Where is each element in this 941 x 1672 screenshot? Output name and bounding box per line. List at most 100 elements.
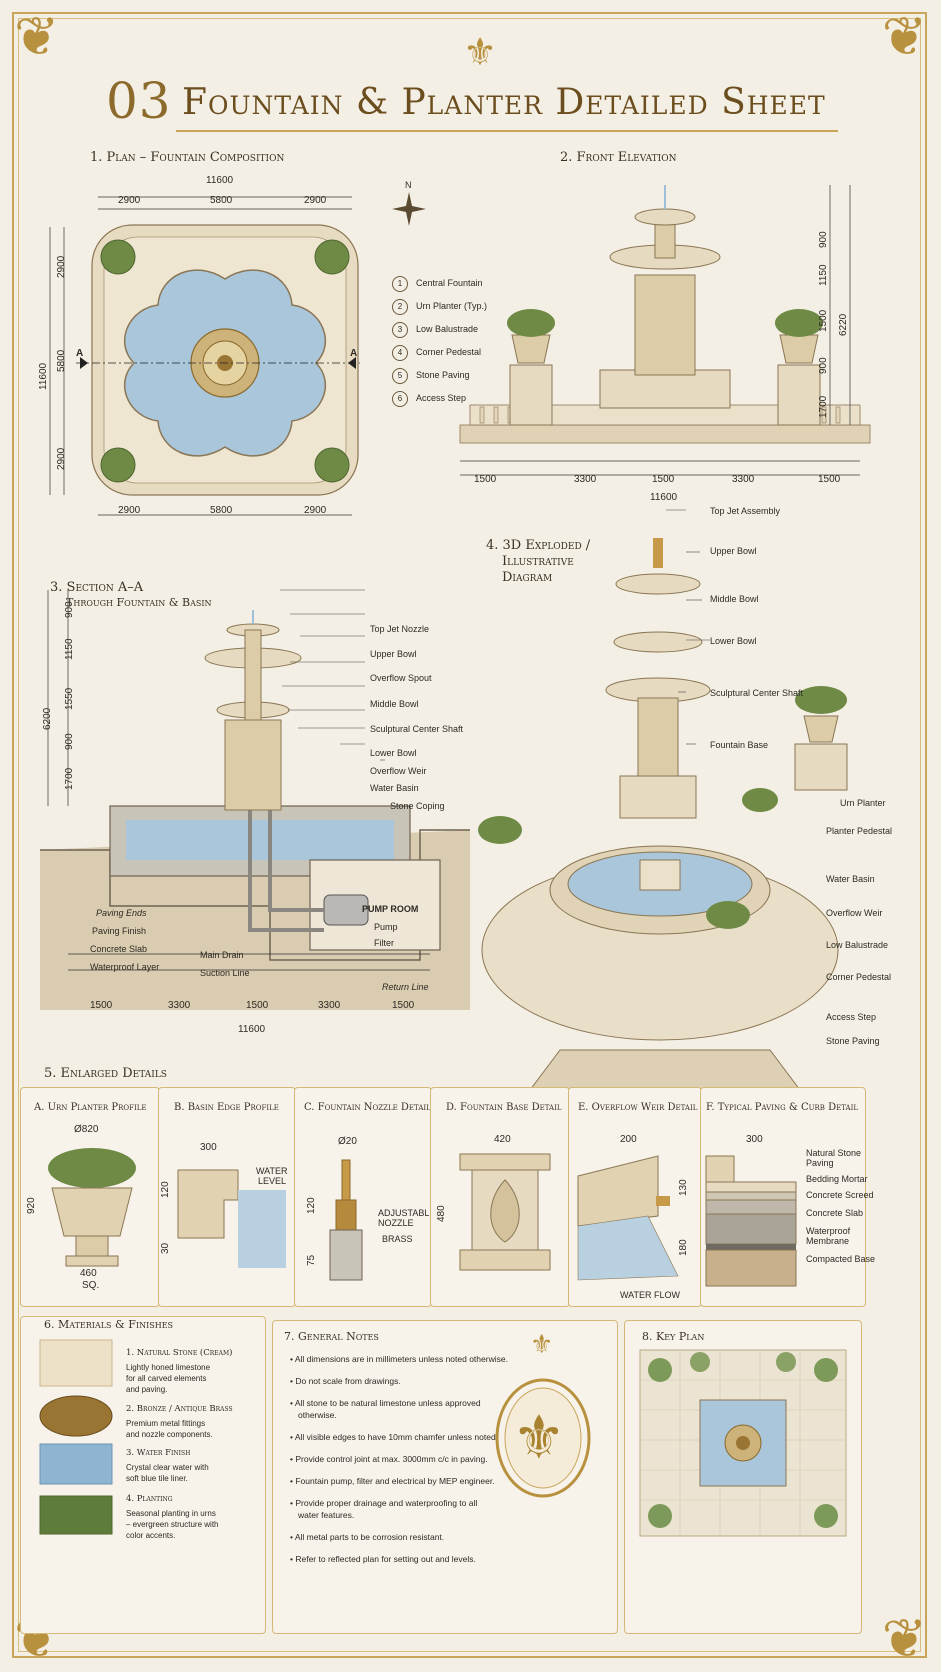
front-dim-bottom-total: 11600 [650, 492, 678, 503]
material-desc: Crystal clear water with [126, 1463, 209, 1472]
section-dim-bottom: 3300 [168, 1000, 191, 1011]
plan-dim-top: 5800 [210, 195, 233, 206]
materials-heading: 6. Materials & Finishes [44, 1318, 174, 1331]
section-label: Overflow Weir [370, 766, 427, 776]
corner-ornament-icon: ❦ [14, 5, 60, 68]
base-w: 420 [494, 1134, 511, 1145]
paving-layer: Waterproof [806, 1226, 851, 1236]
section-label: Sculptural Center Shaft [370, 724, 464, 734]
front-dim-right: 1500 [818, 309, 829, 332]
sheet-number: 03 [106, 72, 172, 130]
adjustable-label: ADJUSTABLE [378, 1208, 436, 1218]
section-label-left: Concrete Slab [90, 944, 148, 954]
urn-sq: SQ. [82, 1280, 100, 1291]
weir-h1: 130 [678, 1179, 689, 1196]
exploded-heading: 4. 3D Exploded / [486, 538, 591, 553]
plan-dim-bottom: 2900 [118, 505, 141, 516]
plan-drawing [49, 196, 360, 516]
water-flow-label: WATER FLOW [620, 1290, 680, 1300]
exploded-label: Middle Bowl [710, 594, 759, 604]
material-desc: soft blue tile liner. [126, 1474, 188, 1483]
north-label: N [405, 180, 412, 190]
fountain-base-drawing [459, 1153, 551, 1271]
keyplan-drawing [639, 1349, 847, 1537]
material-title: 1. Natural Stone (Cream) [126, 1348, 233, 1358]
plan-dim-bottom: 5800 [210, 505, 233, 516]
front-dim-right: 900 [818, 357, 829, 374]
section-drawing [40, 589, 470, 1010]
section-dim-bottom: 1500 [246, 1000, 269, 1011]
plan-dim-bottom: 2900 [304, 505, 327, 516]
urn-base: 460 [80, 1268, 97, 1279]
main-drain-label: Main Drain [200, 950, 244, 960]
exploded-label: Sculptural Center Shaft [710, 688, 804, 698]
exploded-label: Urn Planter [840, 798, 886, 808]
weir-w: 200 [620, 1134, 637, 1145]
sheet-title: Fountain & Planter Detailed Sheet [182, 82, 826, 123]
exploded-label: Water Basin [826, 874, 875, 884]
paving-detail-drawing [705, 1155, 797, 1287]
front-elevation-drawing [459, 185, 871, 476]
note-item: • All metal parts to be corrosion resist… [290, 1532, 445, 1542]
exploded-label: Stone Paving [826, 1036, 880, 1046]
nozzle-h2: 75 [306, 1254, 317, 1266]
basin-h2: 30 [160, 1242, 171, 1254]
north-arrow-icon [392, 192, 426, 226]
paving-ends-label: Paving Ends [96, 908, 147, 918]
plan-dim-left: 2900 [56, 255, 67, 278]
exploded-label: Lower Bowl [710, 636, 757, 646]
basin-w: 300 [200, 1142, 217, 1153]
plan-dim-top-total: 11600 [206, 175, 234, 186]
plan-dim-left: 2900 [56, 447, 67, 470]
title-rule [176, 130, 838, 132]
exploded-label: Low Balustrade [826, 940, 889, 950]
paving-layer: Paving [806, 1158, 834, 1168]
notes-heading: 7. General Notes [284, 1330, 379, 1343]
exploded-drawing [478, 509, 848, 1091]
basin-h1: 120 [160, 1181, 171, 1198]
sheet-border [12, 12, 927, 1658]
plan-heading: 1. Plan – Fountain Composition [90, 150, 285, 165]
material-desc: for all carved elements [126, 1374, 207, 1383]
crest-emblem [495, 1378, 591, 1498]
front-dim-bottom: 1500 [818, 474, 841, 485]
material-desc: and paving. [126, 1385, 168, 1394]
weir-h2: 180 [678, 1239, 689, 1256]
pump-label: Pump [374, 922, 398, 932]
section-subheading: Through Fountain & Basin [66, 596, 212, 609]
front-dim-bottom: 1500 [652, 474, 675, 485]
section-dim-left: 1700 [64, 767, 75, 790]
section-label: Upper Bowl [370, 649, 417, 659]
return-line-label: Return Line [382, 982, 429, 992]
detail-a-title: A. Urn Planter Profile [34, 1102, 147, 1113]
exploded-label: Upper Bowl [710, 546, 757, 556]
nozzle-drawing [329, 1159, 363, 1281]
material-desc: color accents. [126, 1531, 176, 1540]
material-desc: Seasonal planting in urns [126, 1509, 216, 1518]
material-swatches [39, 1339, 113, 1535]
note-item: • Fountain pump, filter and electrical b… [290, 1476, 495, 1486]
paving-w: 300 [746, 1134, 763, 1145]
sheet-inner-border [18, 18, 921, 1652]
exploded-label: Access Step [826, 1012, 877, 1022]
front-dim-right: 1700 [818, 395, 829, 418]
nozzle-label: NOZZLE [378, 1218, 414, 1228]
exploded-label: Top Jet Assembly [710, 506, 781, 516]
section-label: Lower Bowl [370, 748, 417, 758]
note-item: • Provide proper drainage and waterproof… [290, 1498, 478, 1508]
material-desc: Lightly honed limestone [126, 1363, 211, 1372]
note-item: • All visible edges to have 10mm chamfer… [290, 1432, 499, 1442]
detail-c-title: C. Fountain Nozzle Detail [304, 1102, 431, 1113]
note-item: • All stone to be natural limestone unle… [290, 1398, 481, 1408]
water-label: WATER [256, 1166, 288, 1176]
section-dim-left: 900 [64, 601, 75, 618]
section-dim-bottom: 3300 [318, 1000, 341, 1011]
front-dim-bottom: 3300 [732, 474, 755, 485]
plan-dim-top: 2900 [118, 195, 141, 206]
detail-e-title: E. Overflow Weir Detail [578, 1102, 698, 1113]
detail-d-title: D. Fountain Base Detail [446, 1102, 562, 1113]
